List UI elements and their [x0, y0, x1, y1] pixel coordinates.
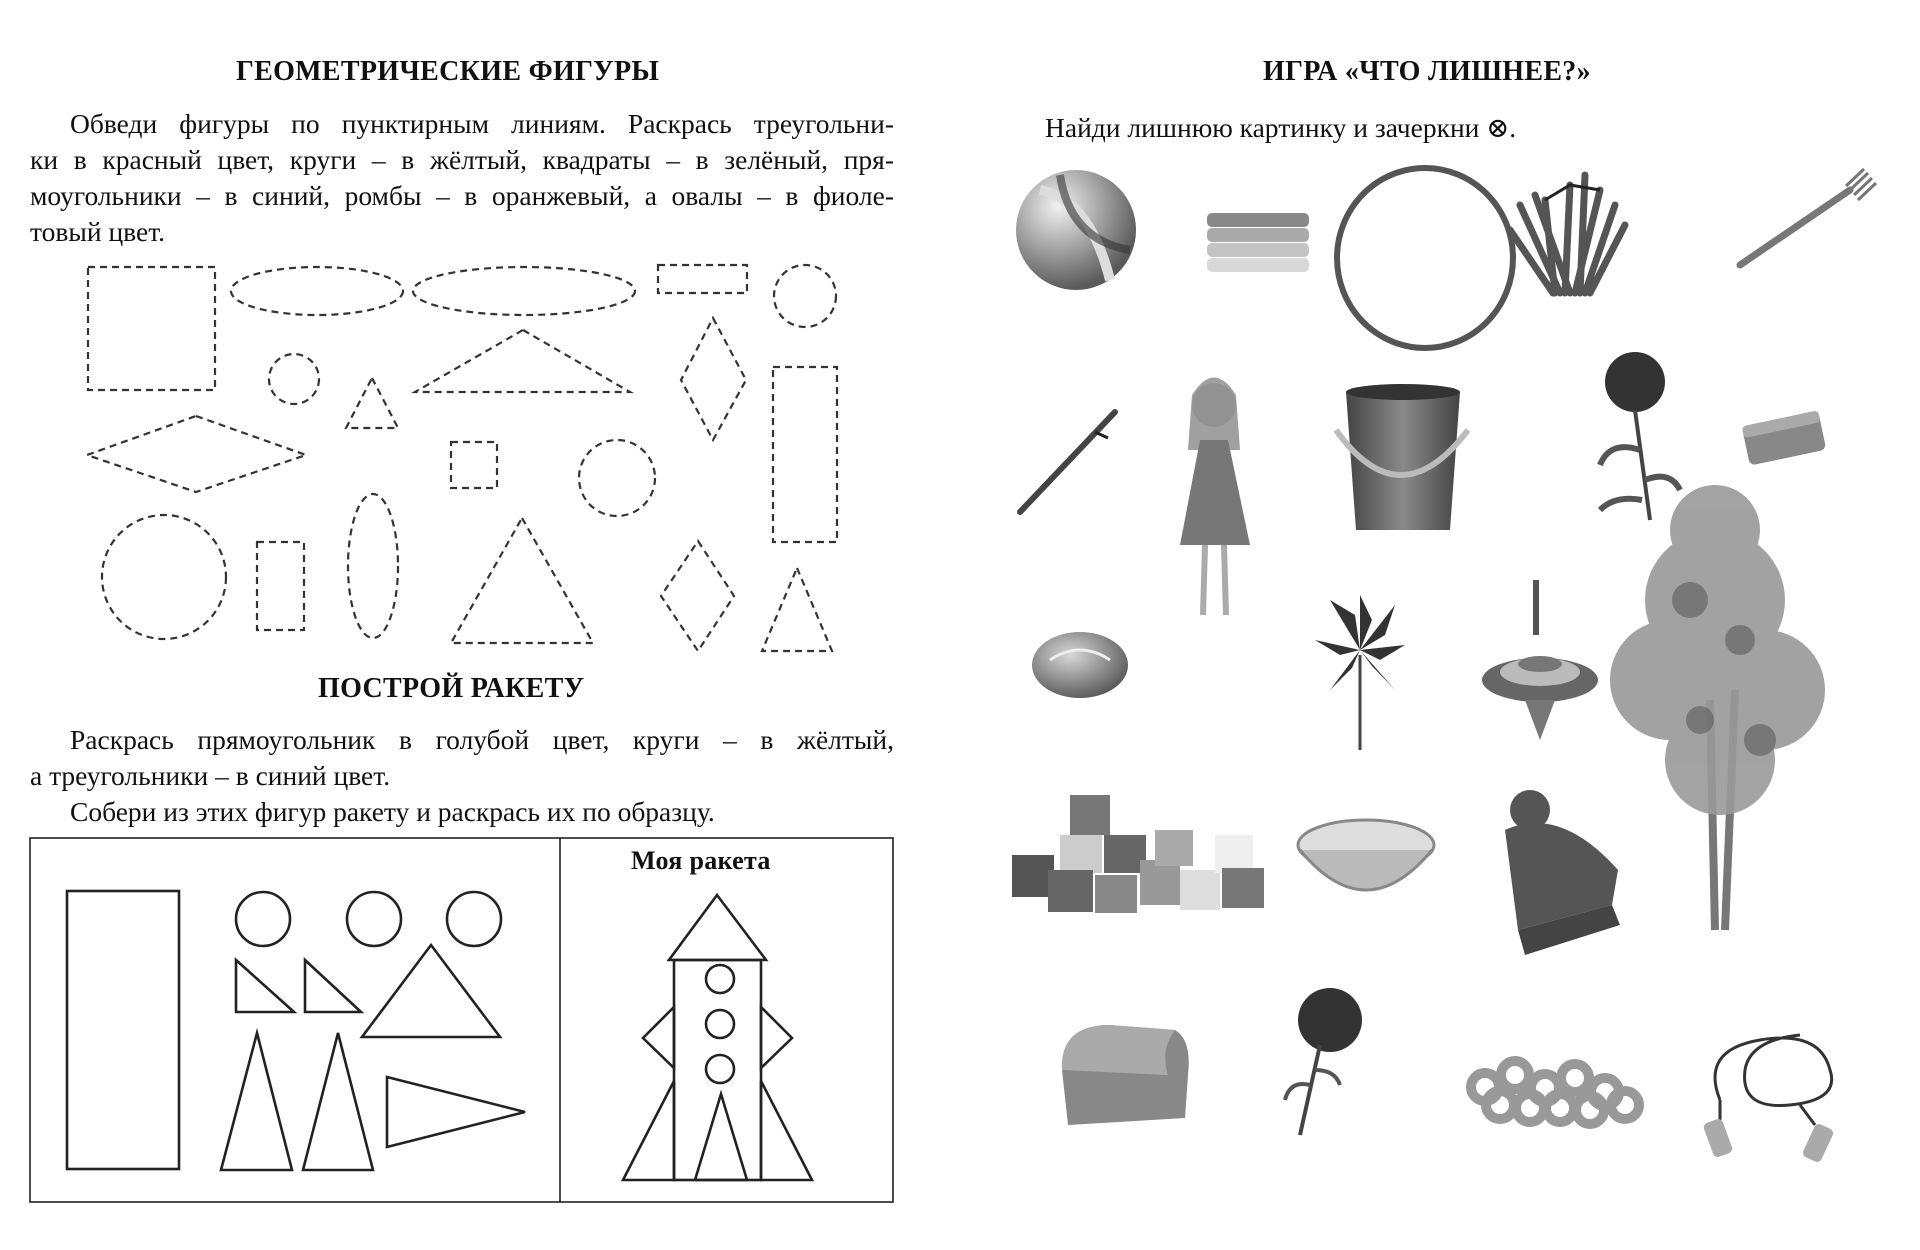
bagels-picture[interactable] [1466, 1056, 1644, 1129]
dashed-circle [577, 438, 657, 518]
bun-picture[interactable] [1032, 632, 1128, 698]
title-geometric-shapes: ГЕОМЕТРИЧЕСКИЕ ФИГУРЫ [236, 56, 660, 87]
rocket-fin-right [759, 1080, 815, 1182]
instruction-line: ки в красный цвет, круги – в жёлтый, ква… [30, 144, 894, 175]
dashed-shapes-area [83, 263, 839, 653]
right-page: ИГРА «ЧТО ЛИШНЕЕ?» Найди лишнюю картинку… [1000, 0, 1900, 1250]
soup-bowl-picture[interactable] [1296, 818, 1436, 892]
rocket-wing-right [759, 1003, 794, 1072]
rocket-frame [29, 837, 894, 1203]
dashed-square [449, 440, 499, 490]
rose-picture[interactable] [1597, 352, 1683, 521]
pen-picture[interactable] [1017, 409, 1118, 515]
knitted-hat-picture[interactable] [1505, 790, 1620, 955]
piece-triangle [303, 957, 365, 1014]
dashed-rectangle [255, 540, 306, 632]
rocket-window [704, 1053, 736, 1085]
instruction-line: а треугольники – в синий цвет. [30, 760, 391, 791]
instruction-line: Собери из этих фигур ракету и раскрась и… [70, 796, 715, 827]
piece-circle [345, 890, 403, 948]
spinning-top-picture[interactable] [1482, 580, 1598, 740]
title-odd-one-out: ИГРА «ЧТО ЛИШНЕЕ?» [1263, 56, 1591, 87]
dashed-oval [346, 492, 400, 640]
piece-triangle [219, 1027, 294, 1172]
pictures-grid [1012, 165, 1878, 1164]
rocket-fin-left [620, 1080, 676, 1182]
dashed-rectangle [656, 263, 749, 295]
dashed-circle [100, 513, 228, 641]
rocket-box [29, 837, 894, 1203]
dashed-circle [772, 263, 838, 329]
instruction-line: Обведи фигуры по пунктирным линиям. Раск… [70, 108, 894, 139]
piece-triangle [234, 957, 298, 1014]
title-build-rocket: ПОСТРОЙ РАКЕТУ [318, 673, 585, 704]
blocks-picture[interactable] [1012, 795, 1264, 913]
dashed-triangle [344, 375, 400, 430]
rocket-nose [666, 892, 769, 962]
instructions-shapes: Обведи фигуры по пунктирным линиям. Раск… [30, 106, 894, 250]
bucket-picture[interactable] [1333, 384, 1471, 530]
dashed-circle [267, 352, 321, 406]
birch-tree-picture[interactable] [1610, 485, 1825, 931]
jump-rope-picture[interactable] [1702, 1033, 1834, 1164]
piece-circle [445, 890, 503, 948]
dashed-rhombus [659, 539, 736, 653]
rocket-nozzle [693, 1089, 749, 1182]
piece-triangle [301, 1032, 375, 1172]
carnation-picture[interactable] [1283, 988, 1362, 1136]
instructions-rocket: Раскрась прямоугольник в голубой цвет, к… [30, 722, 894, 830]
instruction-line: моугольники – в синий, ромбы – в оранжев… [30, 180, 894, 211]
cornflower-picture[interactable] [1315, 595, 1405, 750]
rocket-window [704, 1008, 736, 1040]
dashed-triangle [760, 565, 834, 653]
instruction-odd-one-out: Найди лишнюю картинку и зачеркни ⊗. [1045, 112, 1517, 143]
piece-triangle [385, 1075, 526, 1149]
dashed-oval [411, 265, 637, 317]
left-page: ГЕОМЕТРИЧЕСКИЕ ФИГУРЫ Обведи фигуры по п… [0, 0, 900, 1250]
rocket-window [704, 963, 736, 995]
pencils-picture[interactable] [1506, 171, 1629, 297]
dashed-oval [229, 265, 405, 317]
fork-picture[interactable] [1736, 167, 1878, 269]
dashed-square [86, 265, 217, 392]
dashed-rhombus [679, 315, 748, 443]
rocket-label: Моя ракета [631, 846, 771, 875]
dashed-triangle [410, 328, 635, 394]
piece-triangle [359, 942, 503, 1039]
doll-picture[interactable] [1180, 377, 1250, 616]
piece-circle [234, 890, 292, 948]
bread-picture[interactable] [1061, 1025, 1189, 1125]
rocket-wing-left [641, 1003, 676, 1072]
eraser-picture[interactable] [1742, 410, 1827, 465]
ball-picture[interactable] [1016, 170, 1136, 290]
piece-rectangle [65, 889, 181, 1171]
instruction-line: Раскрась прямоугольник в голубой цвет, к… [70, 724, 894, 755]
dashed-rectangle [771, 365, 839, 544]
plasticine-picture[interactable] [1207, 213, 1309, 272]
dashed-rhombus [83, 414, 310, 494]
hoop-picture[interactable] [1334, 165, 1516, 351]
instruction-line: товый цвет. [30, 216, 166, 247]
